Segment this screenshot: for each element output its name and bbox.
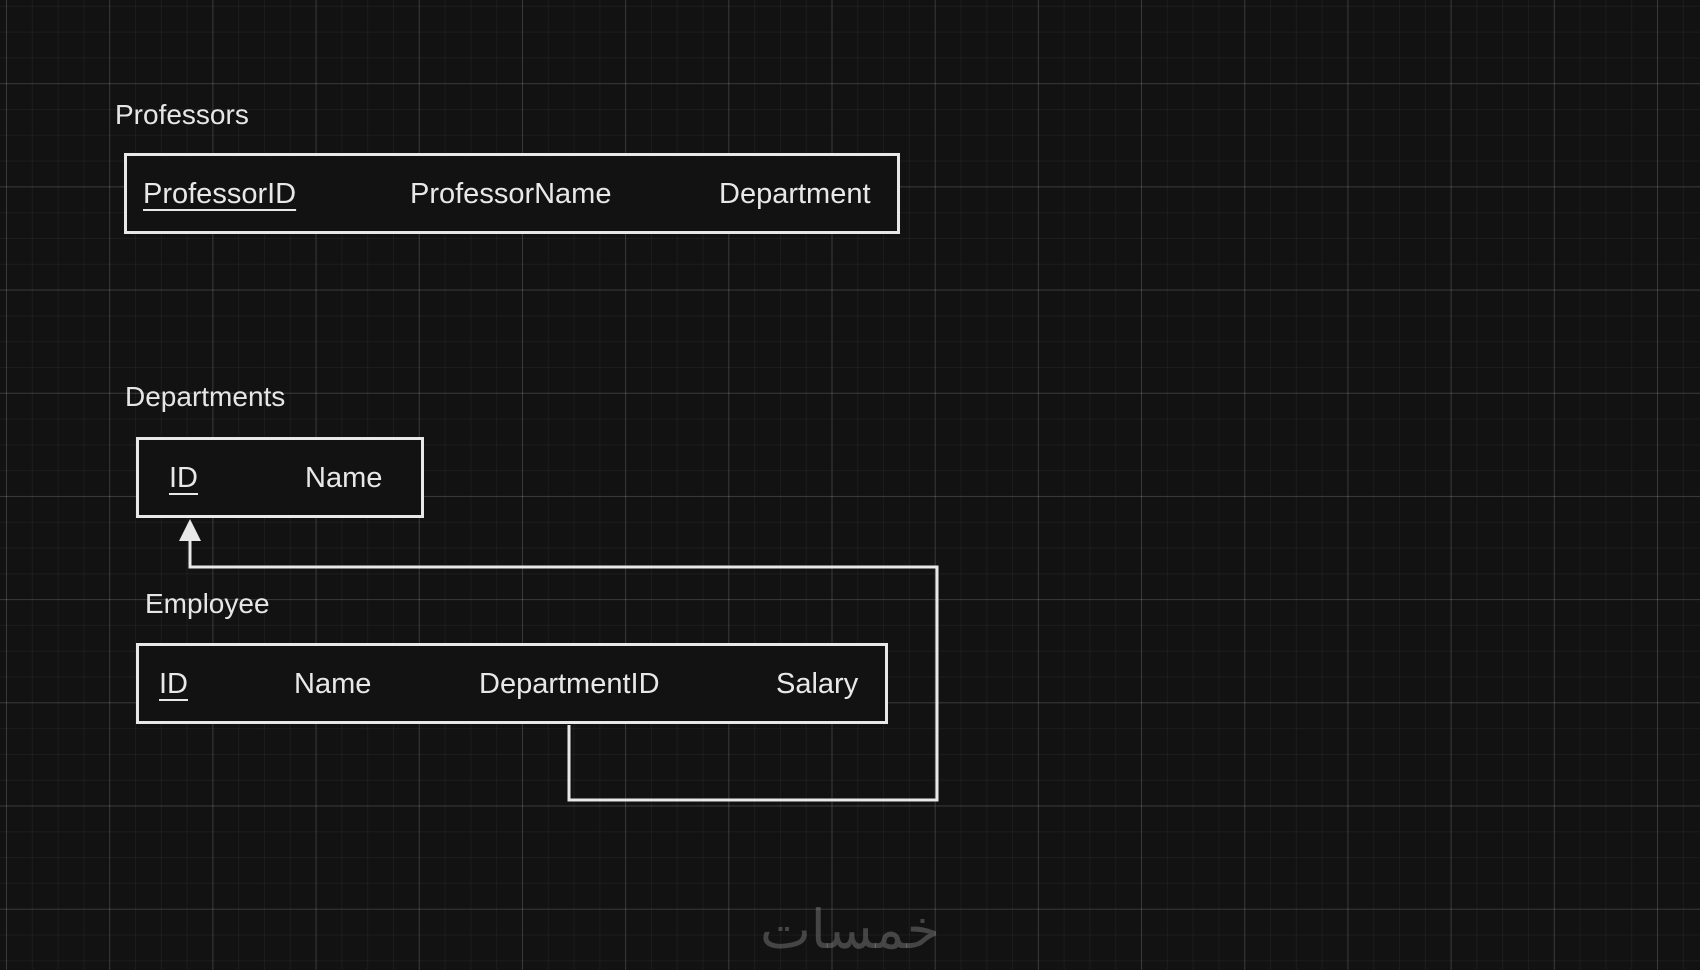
departments-name-column: Name [305,461,383,494]
employee-departmentid-column: DepartmentID [479,667,660,700]
employee-title: Employee [145,588,270,619]
arrow-up-icon [179,519,201,541]
departments-title: Departments [125,381,286,412]
departments-id-column: ID [169,461,198,494]
watermark-logo: خمسات [745,900,955,960]
professors-table[interactable]: ProfessorID ProfessorName Department [124,153,900,234]
watermark-text: خمسات [759,898,941,961]
employee-id-column: ID [159,667,188,700]
professors-department-column: Department [719,177,871,210]
relationship-connector[interactable] [188,532,939,802]
employee-name-column: Name [294,667,372,700]
departments-table[interactable]: ID Name [136,437,424,518]
employee-salary-column: Salary [776,667,859,700]
professors-professorid-column: ProfessorID [143,177,297,210]
employee-table[interactable]: ID Name DepartmentID Salary [136,643,888,724]
professors-title: Professors [115,99,249,130]
professors-professorname-column: ProfessorName [410,177,612,210]
